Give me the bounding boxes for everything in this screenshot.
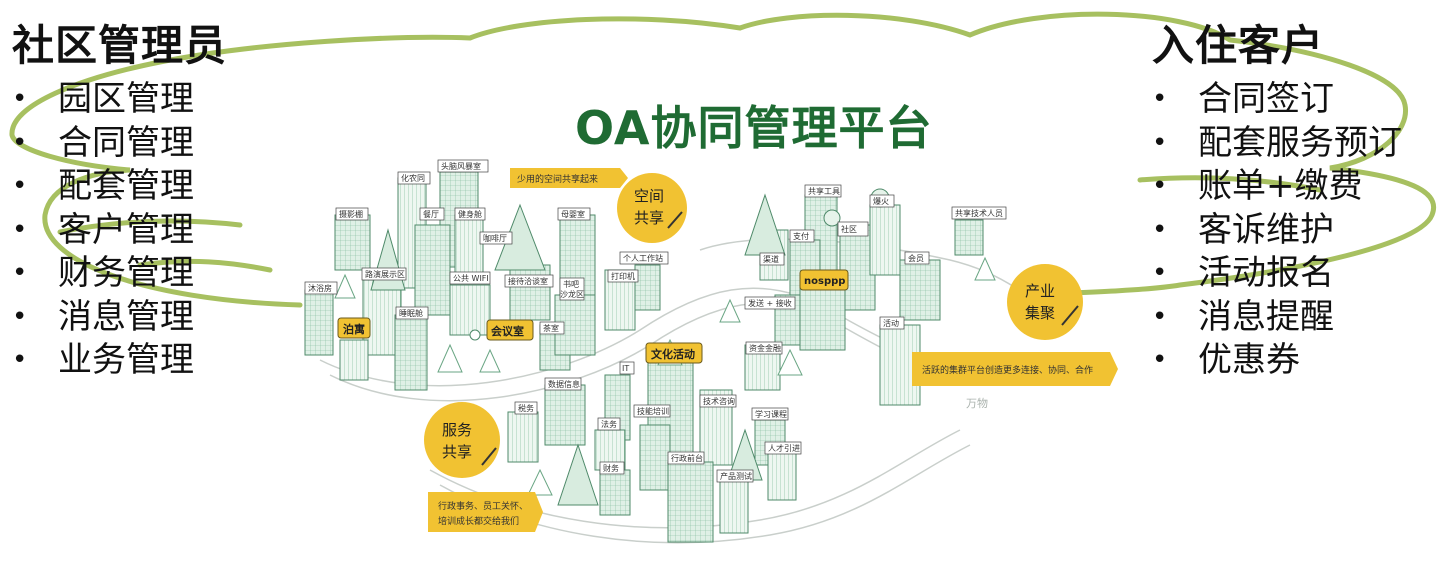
badge-space-share: 空间 共享: [617, 173, 687, 243]
svg-text:沐浴房: 沐浴房: [308, 283, 332, 293]
badge-service-share: 服务 共享: [424, 402, 500, 478]
svg-text:餐厅: 餐厅: [423, 210, 439, 219]
list-item: 配套管理: [12, 165, 227, 209]
svg-text:母婴室: 母婴室: [561, 209, 585, 219]
list-item: 账单+缴费: [1152, 165, 1402, 209]
svg-text:打印机: 打印机: [611, 271, 635, 281]
admin-column: 社区管理员 园区管理 合同管理 配套管理 客户管理 财务管理 消息管理 业务管理: [12, 20, 227, 383]
admin-heading: 社区管理员: [12, 21, 228, 70]
label-nosppp: nosppp: [799, 269, 849, 291]
svg-text:渠道: 渠道: [763, 254, 779, 264]
svg-text:法务: 法务: [601, 419, 617, 429]
svg-text:发送 + 接收: 发送 + 接收: [748, 298, 792, 308]
customer-feature-list: 合同签订 配套服务预订 账单+缴费 客诉维护 活动报名 消息提醒 优惠券: [1152, 78, 1402, 383]
trees: [334, 256, 996, 496]
svg-text:泊寓: 泊寓: [343, 322, 365, 336]
svg-text:社区: 社区: [841, 224, 857, 234]
list-item: 消息提醒: [1152, 296, 1402, 340]
list-item: 园区管理: [12, 78, 227, 122]
svg-text:集聚: 集聚: [1025, 304, 1055, 322]
svg-text:行政事务、员工关怀、: 行政事务、员工关怀、: [438, 500, 528, 512]
list-item: 优惠券: [1152, 339, 1402, 383]
customer-column: 入住客户 合同签订 配套服务预订 账单+缴费 客诉维护 活动报名 消息提醒 优惠…: [1152, 20, 1402, 383]
customer-heading: 入住客户: [1152, 21, 1325, 70]
svg-text:产业: 产业: [1025, 282, 1055, 300]
svg-text:技术咨询: 技术咨询: [703, 396, 735, 406]
svg-text:健身舱: 健身舱: [458, 209, 482, 219]
list-item: 业务管理: [12, 339, 227, 383]
watermark: 万物: [966, 396, 988, 410]
list-item: 活动报名: [1152, 252, 1402, 296]
svg-text:人才引进: 人才引进: [768, 443, 800, 453]
list-item: 客户管理: [12, 209, 227, 253]
svg-text:技能培训: 技能培训: [637, 406, 669, 416]
svg-text:共享: 共享: [634, 209, 664, 227]
label-culture: 文化活动: [645, 342, 703, 364]
label-lodging: 泊寓: [337, 317, 371, 339]
label-meeting: 会议室: [486, 319, 534, 341]
svg-text:税务: 税务: [518, 403, 534, 413]
ribbon-bottom: 行政事务、员工关怀、 培训成长都交给我们: [428, 492, 543, 532]
svg-text:公共 WIFI: 公共 WIFI: [453, 274, 489, 283]
svg-text:活动: 活动: [883, 318, 899, 328]
svg-text:共享: 共享: [442, 443, 472, 461]
svg-text:茶室: 茶室: [543, 323, 559, 333]
svg-text:产品测试: 产品测试: [720, 471, 752, 481]
svg-text:书吧: 书吧: [563, 279, 579, 289]
svg-text:睡眠舱: 睡眠舱: [399, 308, 423, 318]
svg-text:路演展示区: 路演展示区: [365, 269, 405, 279]
svg-text:咖啡厅: 咖啡厅: [483, 233, 507, 243]
svg-text:培训成长都交给我们: 培训成长都交给我们: [438, 515, 519, 527]
svg-text:共享技术人员: 共享技术人员: [955, 208, 1003, 218]
svg-text:数据信息: 数据信息: [548, 379, 580, 389]
svg-text:爆火: 爆火: [873, 196, 889, 206]
svg-text:沙龙区: 沙龙区: [560, 289, 584, 299]
svg-text:接待洽谈室: 接待洽谈室: [508, 276, 548, 286]
svg-text:少用的空间共享起来: 少用的空间共享起来: [517, 173, 598, 185]
svg-text:支付: 支付: [793, 231, 809, 241]
svg-text:共享工具: 共享工具: [808, 186, 840, 196]
list-item: 合同管理: [12, 122, 227, 166]
ribbon-right: 活跃的集群平台创造更多连接、协同、合作: [912, 352, 1118, 386]
list-item: 合同签订: [1152, 78, 1402, 122]
page-title: OA协同管理平台: [575, 101, 933, 155]
svg-text:会员: 会员: [908, 253, 924, 263]
list-item: 财务管理: [12, 252, 227, 296]
list-item: 配套服务预订: [1152, 122, 1402, 166]
svg-text:行政前台: 行政前台: [671, 453, 703, 463]
badge-industry-cluster: 产业 集聚: [1007, 264, 1083, 340]
admin-feature-list: 园区管理 合同管理 配套管理 客户管理 财务管理 消息管理 业务管理: [12, 78, 227, 383]
svg-text:活跃的集群平台创造更多连接、协同、合作: 活跃的集群平台创造更多连接、协同、合作: [922, 364, 1093, 376]
svg-text:学习课程: 学习课程: [755, 409, 787, 419]
svg-text:服务: 服务: [442, 421, 472, 439]
ribbon-top: 少用的空间共享起来: [510, 168, 628, 188]
list-item: 消息管理: [12, 296, 227, 340]
svg-text:财务: 财务: [603, 463, 619, 473]
svg-text:文化活动: 文化活动: [651, 347, 695, 361]
svg-text:摄影棚: 摄影棚: [339, 209, 363, 219]
svg-text:空间: 空间: [634, 187, 664, 205]
svg-text:化农同: 化农同: [401, 173, 425, 183]
svg-text:会议室: 会议室: [491, 324, 524, 338]
svg-text:IT: IT: [622, 364, 629, 373]
small-labels: 化农同 头脑风暴室 摄影棚 餐厅 健身舱 母婴室 咖啡厅 公共 WIFI 接待洽…: [304, 159, 1007, 483]
svg-text:个人工作站: 个人工作站: [623, 253, 663, 263]
svg-text:资金金融: 资金金融: [749, 343, 781, 353]
svg-text:头脑风暴室: 头脑风暴室: [441, 161, 481, 171]
svg-text:nosppp: nosppp: [804, 276, 845, 287]
list-item: 客诉维护: [1152, 209, 1402, 253]
